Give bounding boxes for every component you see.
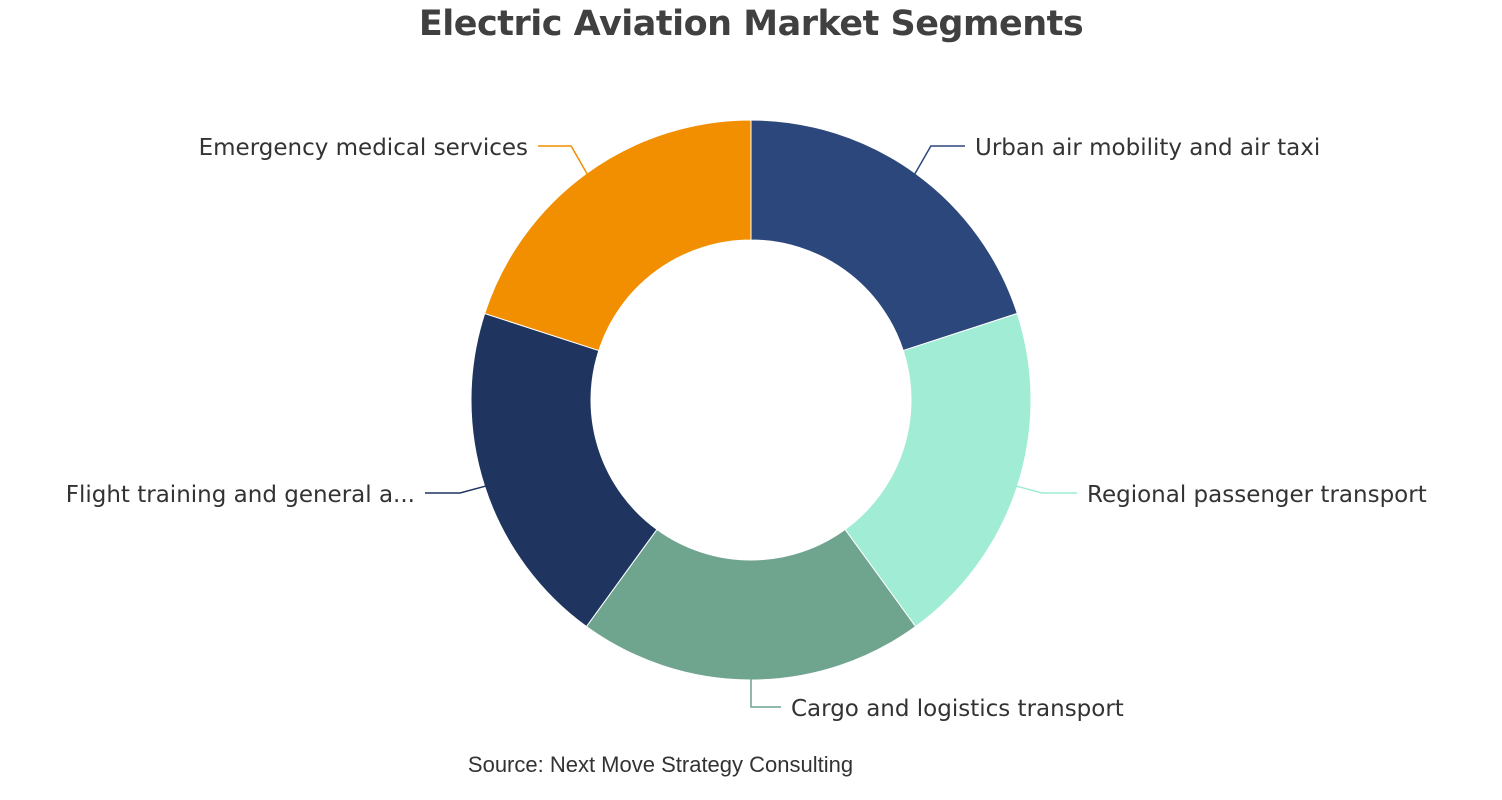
slice-3[interactable] (470, 312, 658, 628)
leader-line-3 (425, 484, 489, 494)
slice-label-2: Cargo and logistics transport (791, 696, 1124, 722)
slice-2[interactable] (585, 528, 917, 681)
slice-1[interactable] (844, 312, 1032, 628)
leader-line-2 (750, 676, 781, 708)
slice-label-0: Urban air mobility and air taxi (975, 135, 1320, 161)
slice-label-3: Flight training and general a... (66, 482, 415, 508)
chart-title: Electric Aviation Market Segments (418, 4, 1084, 44)
slice-0[interactable] (750, 119, 1018, 352)
leader-line-4 (538, 145, 590, 178)
slice-label-1: Regional passenger transport (1087, 482, 1427, 508)
chart-source: Source: Next Move Strategy Consulting (467, 752, 854, 777)
leader-line-0 (912, 145, 965, 178)
leader-line-1 (1013, 484, 1077, 494)
slice-label-4: Emergency medical services (199, 135, 528, 161)
slice-4[interactable] (484, 119, 752, 352)
